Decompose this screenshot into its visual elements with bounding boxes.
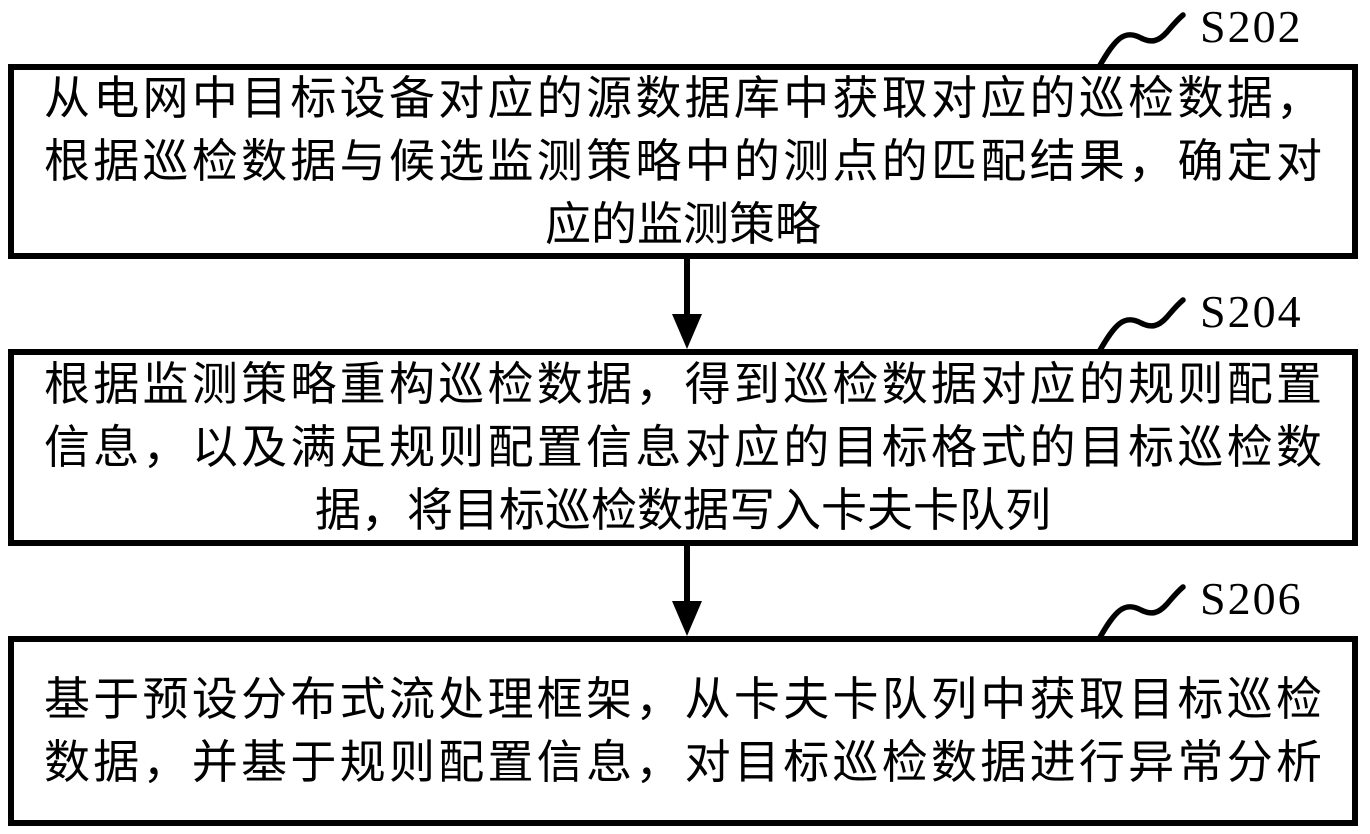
step-text-line: 根据监测策略重构巡检数据，得到巡检数据对应的规则配置 — [44, 359, 1322, 410]
step-text-line: 根据巡检数据与候选监测策略中的测点的匹配结果，确定对 — [44, 136, 1322, 187]
step-text-line: 应的监测策略 — [545, 199, 821, 250]
step-box-s206: 基于预设分布式流处理框架，从卡夫卡队列中获取目标巡检 数据，并基于规则配置信息，… — [8, 636, 1358, 826]
squiggle-connector-icon — [1096, 297, 1186, 353]
step-text-line: 从电网中目标设备对应的源数据库中获取对应的巡检数据， — [44, 73, 1322, 124]
step-label: S202 — [1200, 1, 1303, 52]
squiggle-connector-icon — [1096, 584, 1186, 640]
step-box-s202: 从电网中目标设备对应的源数据库中获取对应的巡检数据， 根据巡检数据与候选监测策略… — [8, 64, 1358, 259]
squiggle-connector-icon — [1096, 12, 1186, 68]
flow-arrow-down-icon — [672, 257, 702, 349]
step-label: S204 — [1200, 286, 1303, 337]
step-label: S206 — [1200, 573, 1303, 624]
step-text-line: 信息，以及满足规则配置信息对应的目标格式的目标巡检数 — [44, 422, 1322, 473]
step-text-line: 基于预设分布式流处理框架，从卡夫卡队列中获取目标巡检 — [44, 674, 1322, 725]
step-text-line: 数据，并基于规则配置信息，对目标巡检数据进行异常分析 — [44, 737, 1322, 788]
step-text-line: 据，将目标巡检数据写入卡夫卡队列 — [315, 485, 1051, 536]
flow-arrow-down-icon — [672, 544, 702, 636]
step-box-s204: 根据监测策略重构巡检数据，得到巡检数据对应的规则配置 信息，以及满足规则配置信息… — [8, 349, 1358, 546]
